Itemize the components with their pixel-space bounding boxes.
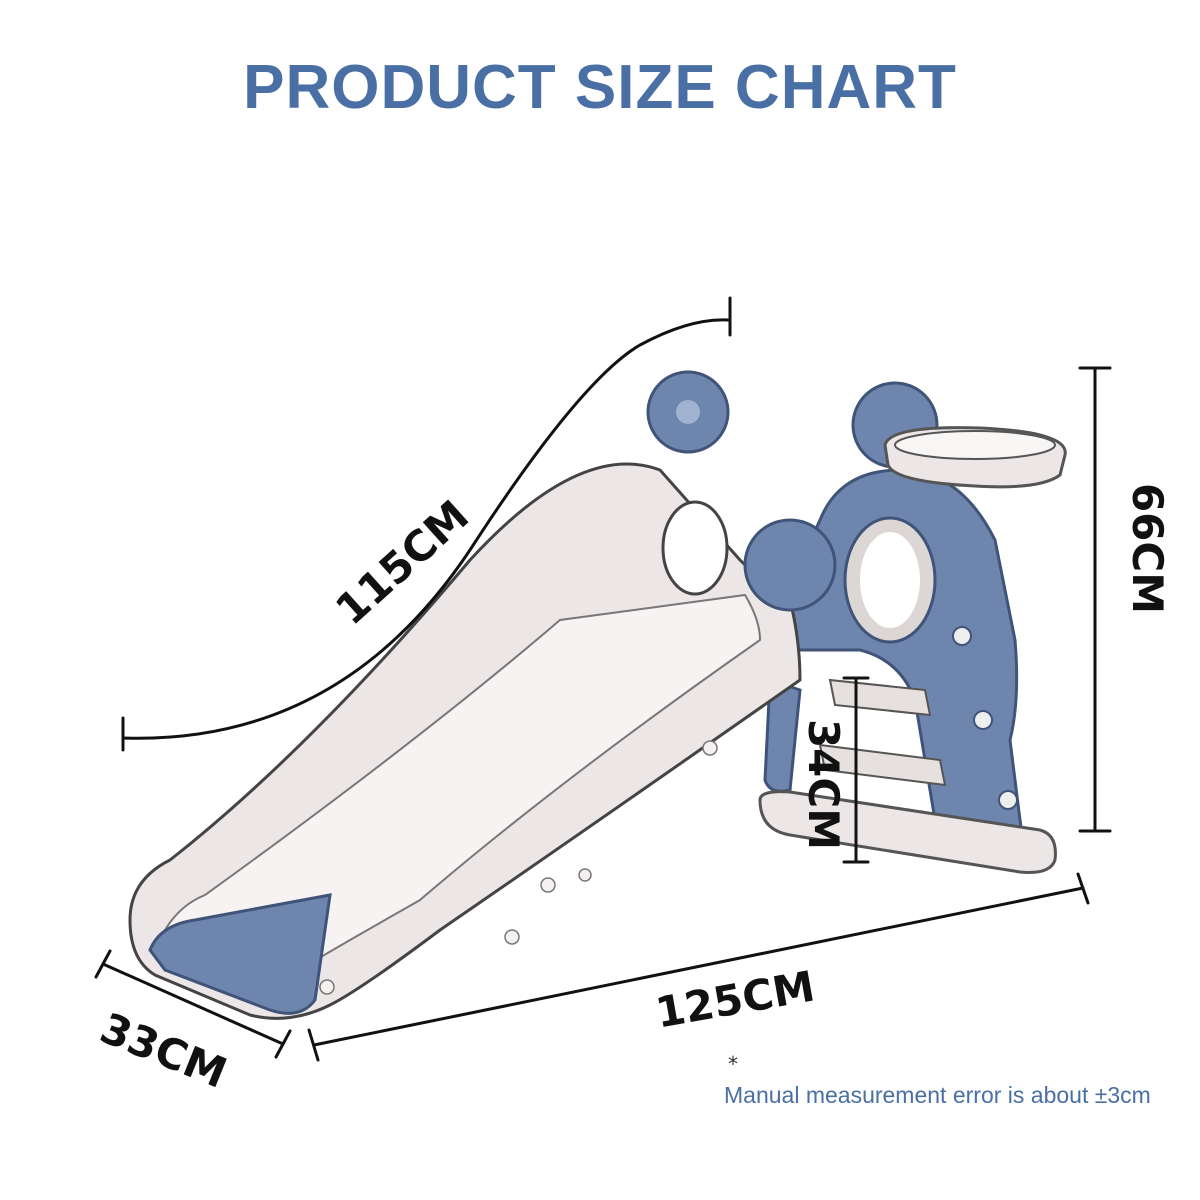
page-title: PRODUCT SIZE CHART: [243, 53, 957, 122]
total-height-label: 66CM: [1123, 482, 1173, 615]
screw-icon: [952, 626, 1018, 810]
measurement-note: Manual measurement error is about ±3cm: [724, 1082, 1151, 1108]
slide-length-line: [121, 318, 730, 740]
right-ear-front: [743, 518, 837, 612]
step-height-label: 34CM: [799, 718, 849, 851]
total-length-line: [312, 886, 1085, 1047]
note-marker: *: [728, 1052, 738, 1076]
screw-icon: [319, 740, 718, 995]
dimension-lines: [94, 296, 1112, 1062]
slide-image: [128, 370, 1067, 1020]
slide-exit-panel: [148, 893, 332, 1015]
ladder-step: [818, 743, 947, 787]
width-line: [101, 962, 285, 1046]
slide-base: [758, 790, 1057, 874]
